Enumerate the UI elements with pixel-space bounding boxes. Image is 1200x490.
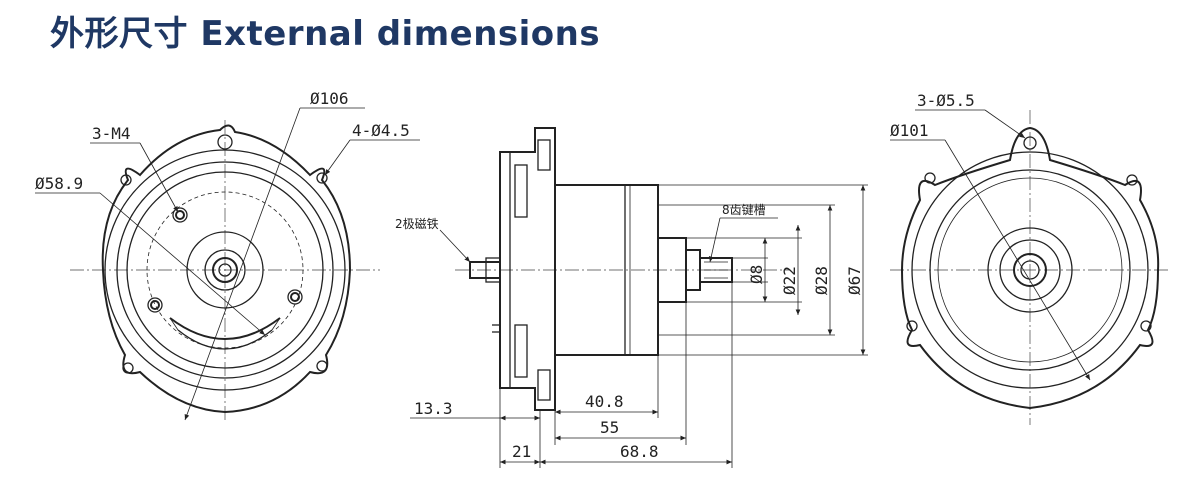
label-68-8: 68.8: [620, 442, 659, 461]
label-40-8: 40.8: [585, 392, 624, 411]
page-title: 外形尺寸 External dimensions: [50, 14, 601, 54]
label-d8: Ø8: [747, 265, 766, 284]
label-d101: Ø101: [890, 121, 929, 140]
label-d22: Ø22: [780, 266, 799, 295]
label-3-holes: 3-Ø5.5: [917, 91, 975, 110]
label-21: 21: [512, 442, 531, 461]
front-view: Ø106 3-M4 4-Ø4.5 Ø58.9: [35, 89, 420, 421]
label-d58-9: Ø58.9: [35, 174, 83, 193]
rear-view: 3-Ø5.5 Ø101: [890, 91, 1170, 425]
side-view: Ø8 Ø22 Ø28 Ø67 8齿键槽 2极磁铁 13.3 40.8 55 21…: [395, 127, 868, 468]
label-d106: Ø106: [310, 89, 349, 108]
label-13-3: 13.3: [414, 399, 453, 418]
label-d28: Ø28: [812, 266, 831, 295]
label-3-m4: 3-M4: [92, 124, 131, 143]
label-magnet: 2极磁铁: [395, 216, 439, 231]
label-55: 55: [600, 418, 619, 437]
label-4-holes: 4-Ø4.5: [352, 121, 410, 140]
label-d67: Ø67: [845, 266, 864, 295]
label-spline: 8齿键槽: [722, 203, 766, 217]
